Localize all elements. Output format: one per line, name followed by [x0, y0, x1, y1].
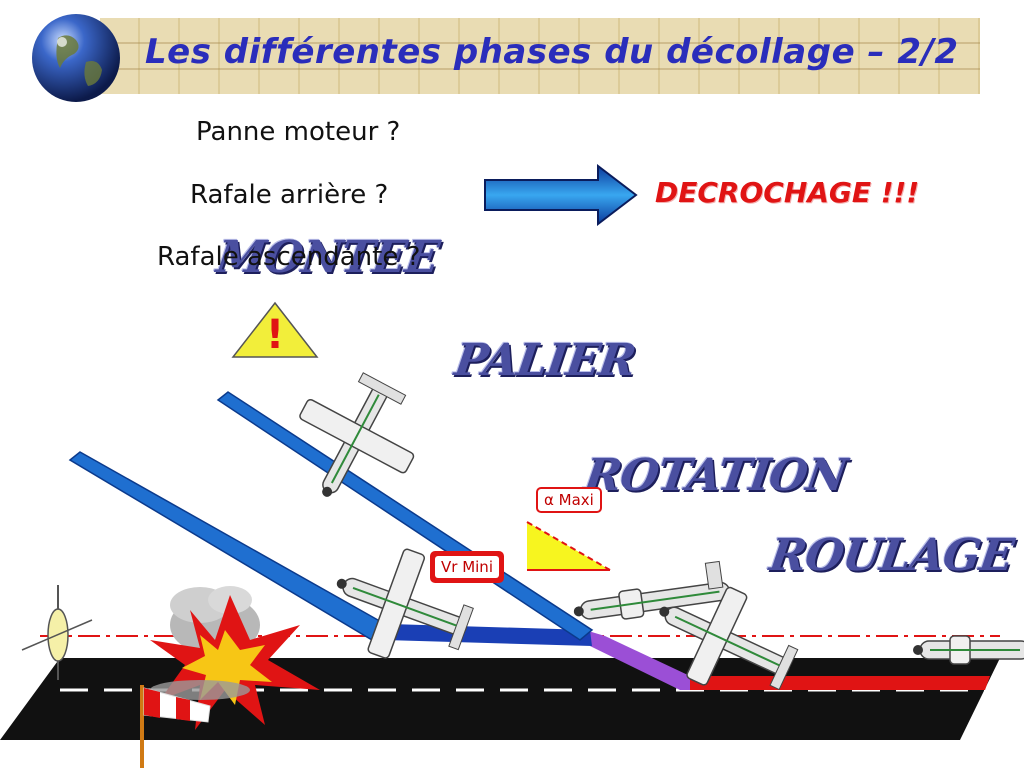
stall-result: DECROCHAGE !!!	[655, 176, 920, 209]
airplane-icon	[659, 586, 799, 691]
alpha-maxi-label: α Maxi	[536, 487, 602, 513]
roll-path	[685, 676, 990, 690]
rotation-path	[585, 630, 690, 690]
globe-icon	[32, 14, 120, 102]
alpha-line	[526, 521, 611, 571]
windsock-icon	[140, 685, 211, 768]
warning-symbol: !	[266, 312, 284, 358]
airplane-icon	[299, 372, 415, 497]
warning-icon: !	[231, 301, 319, 358]
airplane-icon	[573, 560, 731, 620]
page-title: Les différentes phases du décollage – 2/…	[145, 32, 959, 72]
question-tail-gust: Rafale arrière ?	[190, 180, 389, 210]
explosion-icon	[150, 586, 320, 730]
arrow-right-icon	[484, 164, 638, 226]
question-engine-failure: Panne moteur ?	[196, 117, 401, 147]
vr-mini-text: Vr Mini	[435, 556, 499, 578]
question-updraft: Rafale ascendante ?	[157, 242, 421, 272]
ground-segment	[385, 624, 592, 646]
airplane-icon	[336, 548, 474, 659]
title-band	[100, 18, 980, 94]
vr-mini-label: Vr Mini	[430, 551, 504, 583]
runway-light-icon	[21, 585, 93, 680]
airplane-icon	[913, 635, 1024, 665]
